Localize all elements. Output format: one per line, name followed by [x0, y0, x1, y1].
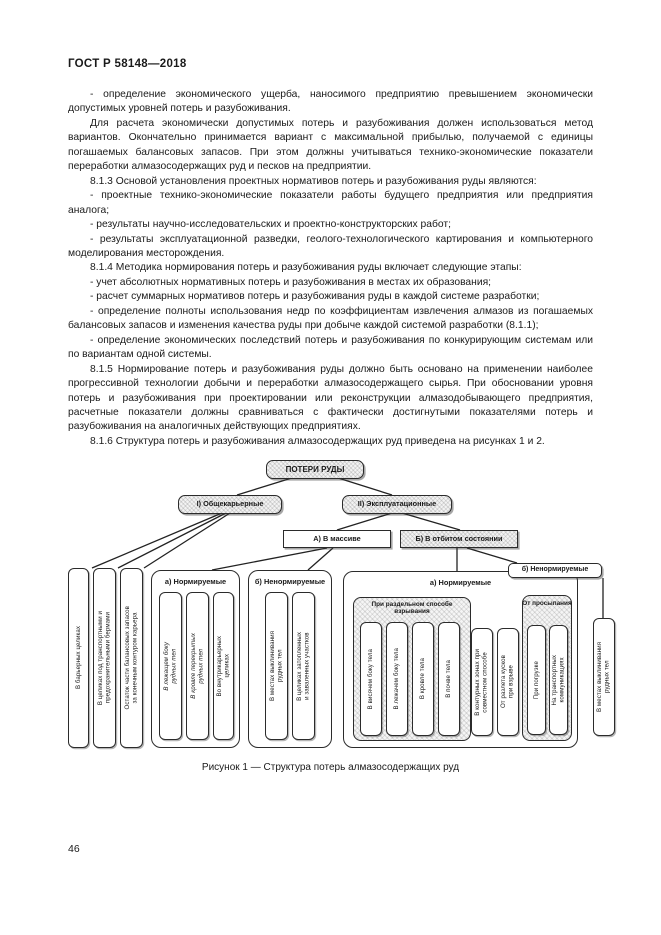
paragraph: Для расчета экономически допустимых поте… — [68, 117, 593, 173]
leaf-label: От разлета кусков при взрыве — [500, 655, 515, 709]
leaf-label: В лежачем боку тела — [393, 648, 401, 710]
group-title: а) Нормируемые — [429, 578, 492, 587]
paragraph: - результаты эксплуатационной разведки, … — [68, 233, 593, 259]
leaf-body-roof[interactable]: В кровле тела — [412, 622, 434, 736]
paragraph: - проектные технико-экономические показа… — [68, 190, 593, 216]
leaf-label: В висячем боку тела — [367, 648, 375, 710]
leaf-body-floor[interactable]: В почве тела — [438, 622, 460, 736]
leaf-contour-zones-joint-method[interactable]: В контурных зонах при совместном способе — [471, 628, 493, 736]
leaf-label: В местах выклинивания рудных тел — [596, 641, 611, 713]
leaf-footwall-ore-bodies[interactable]: В лежащем боку рудных тел — [159, 592, 182, 740]
leaf-barrier-pillars[interactable]: В барьерных целиках — [68, 568, 89, 748]
group-massif-non-normalized: б) Ненормируемые — [248, 570, 332, 748]
leaf-label: В контурных зонах при совместном способе — [474, 648, 489, 716]
leaf-label: В почве тела — [445, 660, 453, 698]
leaf-on-transport-routes[interactable]: На транспортных коммуникациях — [549, 625, 568, 735]
leaf-label: В кровле перекрытых рудных тел — [189, 633, 205, 699]
node-non-normalized-broken[interactable]: б) Ненормируемые — [508, 563, 602, 578]
leaf-label: В кровле тела — [419, 658, 427, 700]
leaf-balance-reserves-outside-contour[interactable]: Остаток части балансовых запасов за коне… — [120, 568, 143, 748]
paragraph: 8.1.3 Основой установления проектных нор… — [90, 175, 537, 187]
node-in-broken-state[interactable]: Б) В отбитом состоянии — [400, 530, 518, 548]
leaf-label: В целиках под транспортными и предохрани… — [96, 610, 112, 706]
paragraph: - учет абсолютных нормативных потерь и р… — [90, 276, 492, 288]
figure-1-diagram: ПОТЕРИ РУДЫ I) Общекарьерные II) Эксплуа… — [30, 450, 645, 750]
leaf-during-loading[interactable]: При погрузке — [527, 625, 546, 735]
paragraph: - определение полноты использования недр… — [68, 305, 593, 332]
leaf-flooded-collapsed-areas[interactable]: В целиках затопленных и заваленных участ… — [292, 592, 315, 740]
leaf-label: В барьерных целиках — [74, 626, 82, 690]
paragraph: 8.1.4 Методика нормирования потерь и раз… — [90, 262, 522, 274]
leaf-label: Во внутрикарьерных целиках — [215, 635, 231, 697]
leaf-pinchout-broken-non-normalized[interactable]: В местах выклинивания рудных тел — [593, 618, 615, 736]
group-title: а) Нормируемые — [164, 577, 227, 586]
paragraph: - расчет суммарных нормативов потерь и р… — [90, 291, 540, 303]
paragraph: - результаты научно-исследовательских и … — [90, 219, 451, 231]
leaf-label: В местах выклинивания рудных тел — [268, 630, 284, 702]
leaf-roof-covered-ore-bodies[interactable]: В кровле перекрытых рудных тел — [186, 592, 209, 740]
node-in-massif[interactable]: А) В массиве — [283, 530, 391, 548]
paragraph: - определение экономического ущерба, нан… — [68, 89, 593, 115]
node-operational-losses[interactable]: II) Эксплуатационные — [342, 495, 452, 514]
node-open-pit-losses[interactable]: I) Общекарьерные — [178, 495, 282, 514]
leaf-label: В лежащем боку рудных тел — [162, 641, 178, 691]
node-root[interactable]: ПОТЕРИ РУДЫ — [266, 460, 364, 479]
leaf-intra-pit-pillars[interactable]: Во внутрикарьерных целиках — [213, 592, 234, 740]
paragraph: 8.1.6 Структура потерь и разубоживания а… — [90, 435, 545, 447]
page-number: 46 — [68, 843, 80, 855]
leaf-label: При погрузке — [532, 660, 540, 700]
leaf-ore-body-pinchout[interactable]: В местах выклинивания рудных тел — [265, 592, 288, 740]
paragraph: - определение экономических последствий … — [68, 334, 593, 361]
leaf-label: На транспортных коммуникациях — [550, 654, 566, 706]
figure-caption: Рисунок 1 — Структура потерь алмазосодер… — [201, 762, 460, 773]
subgroup-separate-blasting-title: При раздельном способе взрывания — [371, 601, 453, 616]
body-text: - определение экономического ущерба, нан… — [68, 88, 593, 449]
group-title: б) Ненормируемые — [254, 577, 326, 586]
leaf-label: В целиках затопленных и заваленных участ… — [295, 631, 311, 701]
leaf-transport-safety-berms[interactable]: В целиках под транспортными и предохрани… — [93, 568, 116, 748]
standard-header: ГОСТ Р 58148—2018 — [68, 58, 187, 70]
subgroup-spillage-title: От просыпания — [522, 600, 572, 607]
leaf-fragment-scatter-on-blast[interactable]: От разлета кусков при взрыве — [497, 628, 519, 736]
leaf-footwall-body[interactable]: В лежачем боку тела — [386, 622, 408, 736]
leaf-hangingwall-body[interactable]: В висячем боку тела — [360, 622, 382, 736]
leaf-label: Остаток части балансовых запасов за коне… — [123, 606, 139, 710]
paragraph: 8.1.5 Нормирование потерь и разубоживани… — [68, 363, 593, 433]
